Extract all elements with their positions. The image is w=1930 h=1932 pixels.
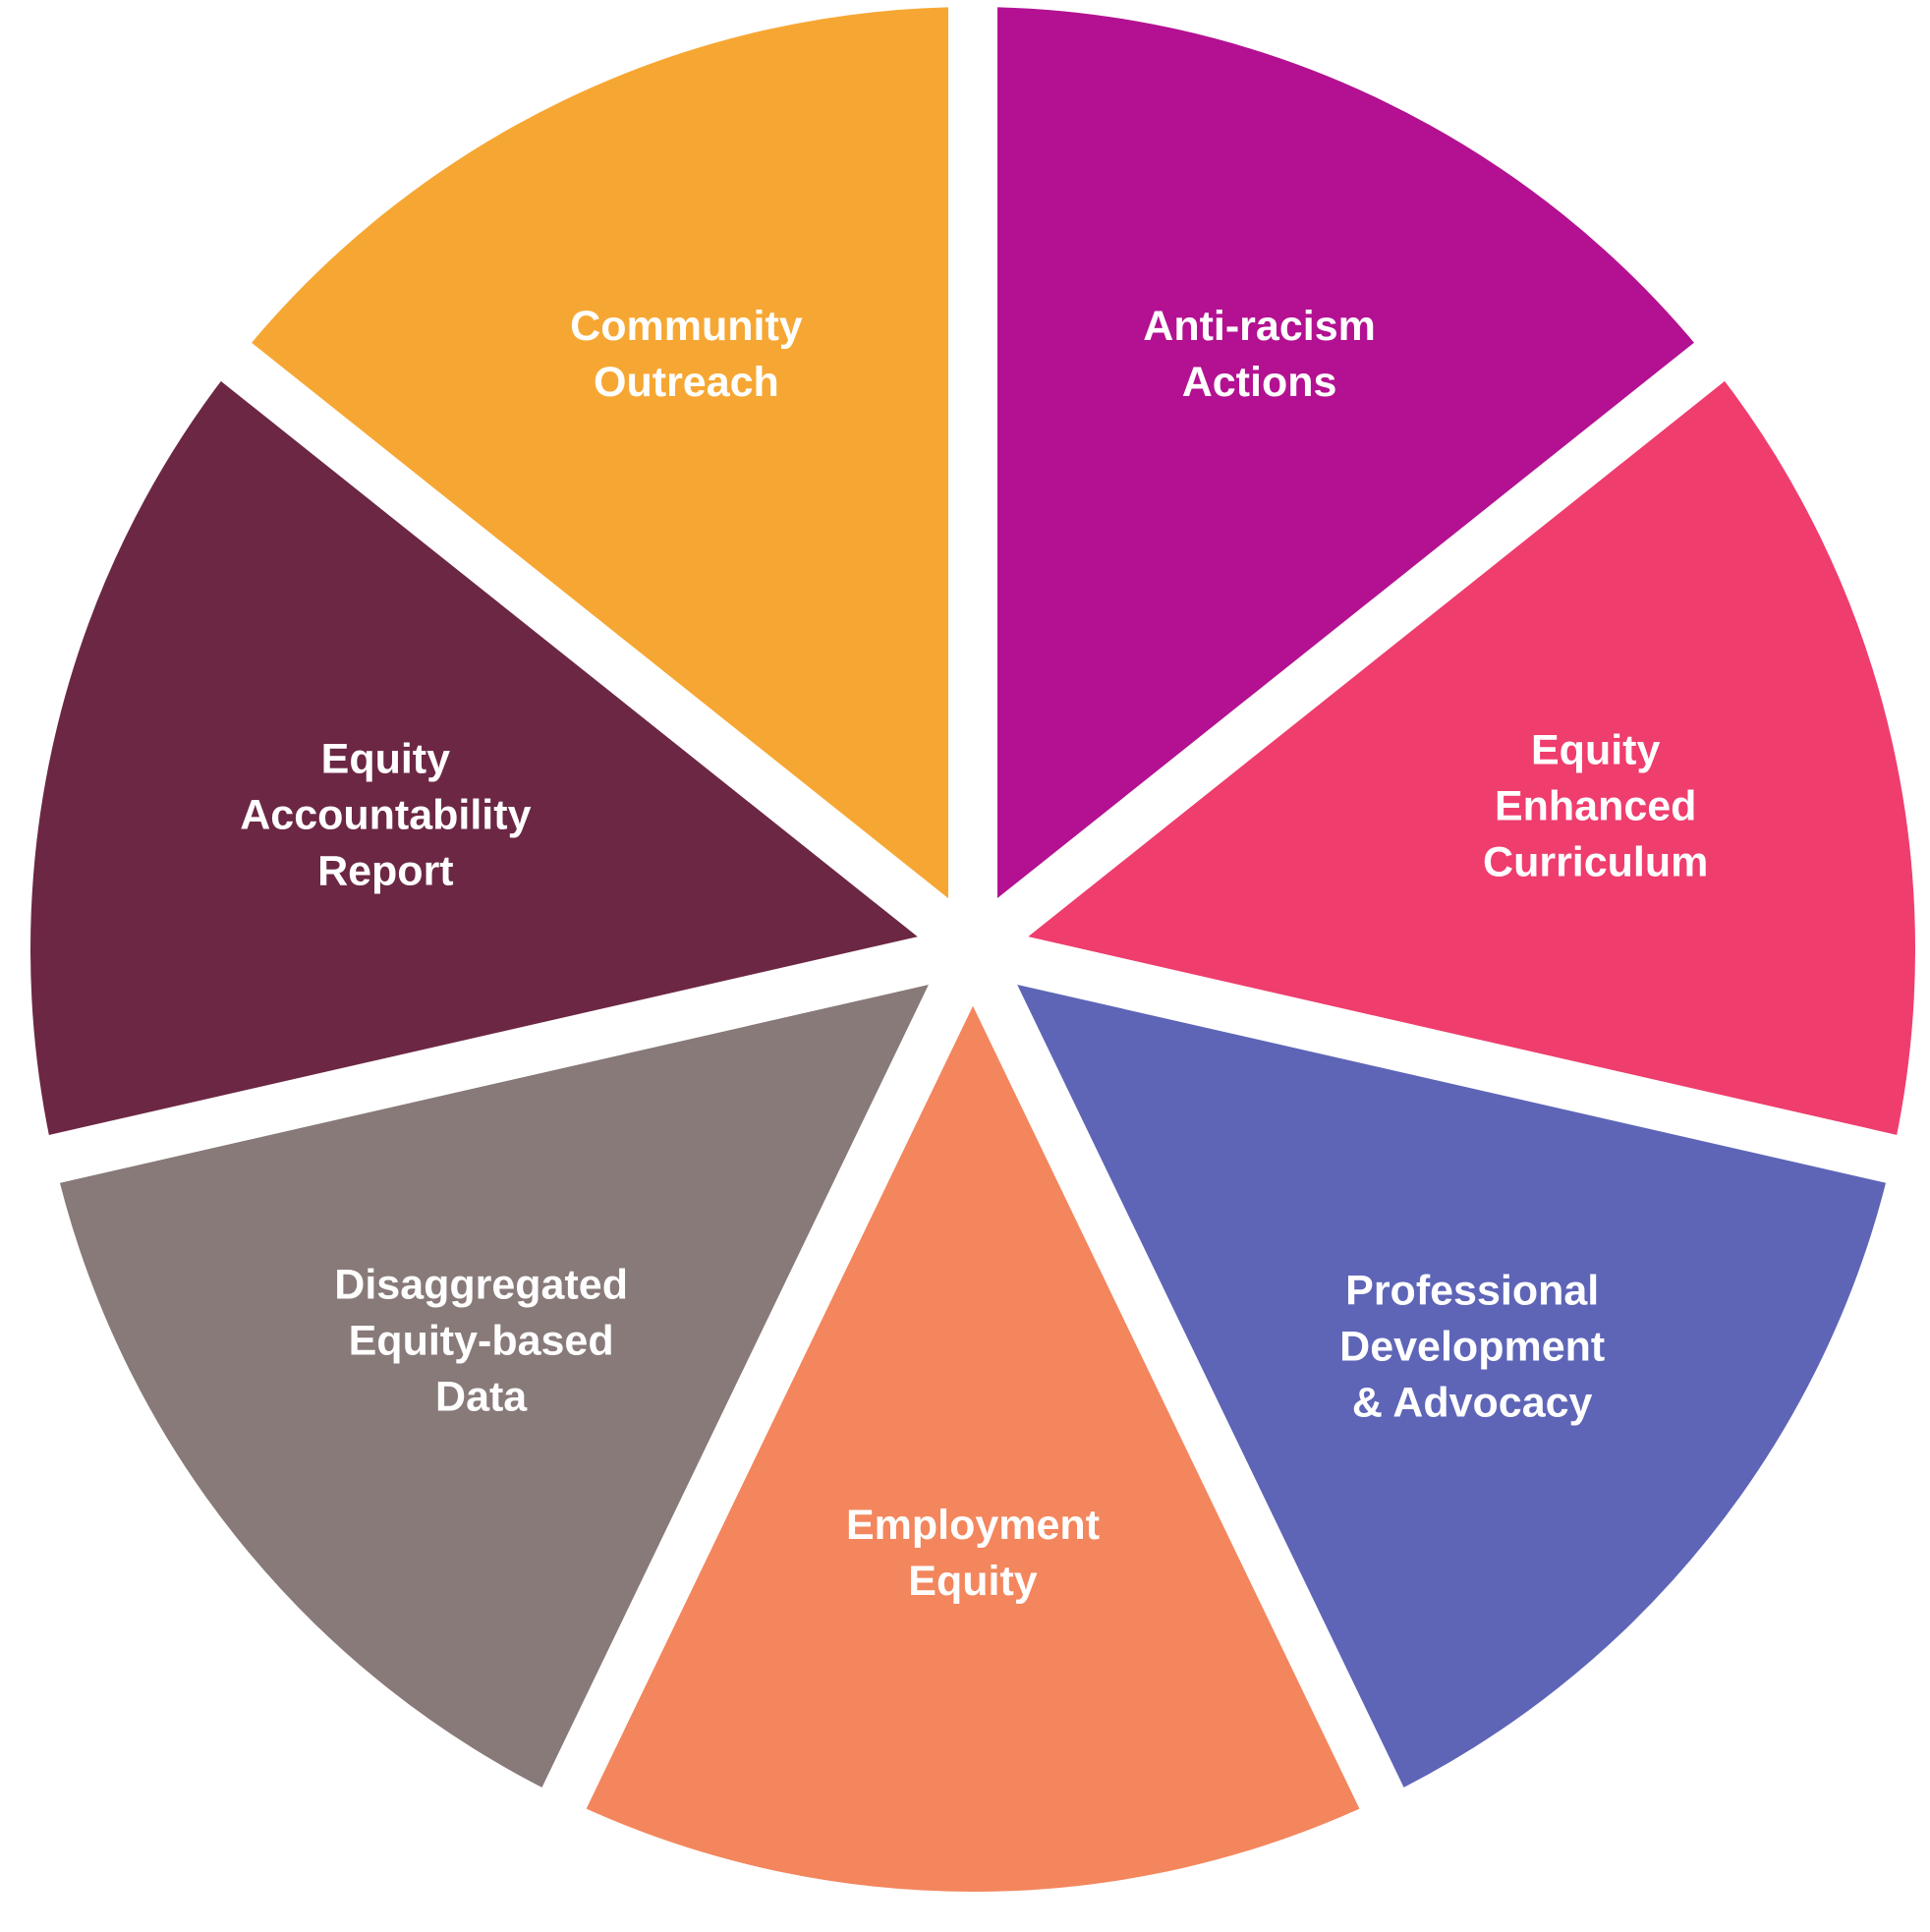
label-line: Data: [435, 1373, 528, 1421]
label-line: Report: [317, 847, 454, 895]
label-line: Curriculum: [1483, 838, 1709, 886]
label-line: Community: [570, 302, 803, 350]
label-line: Anti-racism: [1143, 302, 1376, 350]
segment-employment-equity: [529, 925, 1417, 1932]
segment-equity-enhanced-curriculum: [948, 321, 1930, 1189]
segment-community-outreach: [192, 0, 997, 974]
label-line: Development: [1339, 1323, 1606, 1371]
label-line: Enhanced: [1494, 782, 1697, 830]
segment-equity-accountability-report: [0, 321, 997, 1189]
label-line: Equity: [908, 1558, 1038, 1605]
segment-disaggregated-equity-based-data: [5, 925, 997, 1846]
label-line: Accountability: [240, 791, 532, 839]
label-line: Disaggregated: [334, 1261, 628, 1309]
label-line: Professional: [1345, 1267, 1600, 1315]
label-line: Employment: [845, 1502, 1101, 1549]
label-line: Actions: [1181, 358, 1337, 406]
label-line: & Advocacy: [1351, 1379, 1593, 1427]
label-line: Equity-based: [348, 1317, 614, 1365]
segment-anti-racism-actions: [948, 0, 1754, 974]
label-line: Equity: [320, 735, 451, 783]
label-line: Equity: [1531, 726, 1661, 774]
label-line: Outreach: [594, 358, 779, 406]
segment-professional-development-advocacy: [948, 925, 1930, 1846]
